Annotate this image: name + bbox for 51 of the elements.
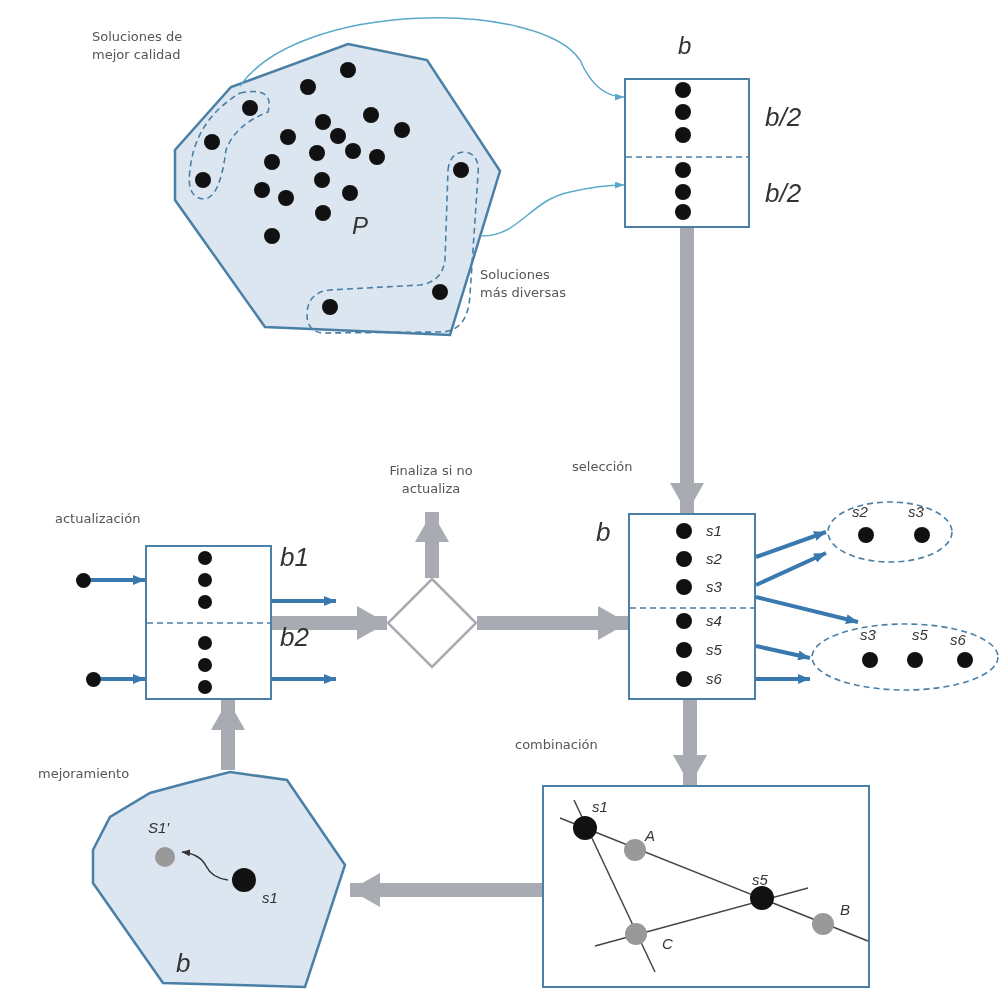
- arrow: [481, 181, 625, 237]
- annotation-text: Soluciones más diversas: [480, 266, 567, 302]
- set-size-label: b/2: [765, 101, 802, 134]
- arrow: [755, 530, 827, 559]
- arrow: [101, 674, 145, 684]
- solution-label: s1: [706, 521, 722, 541]
- solution-label: s6: [950, 630, 966, 650]
- set-size-label: b/2: [765, 177, 802, 210]
- step-label: selección: [572, 458, 633, 476]
- solution-label: s6: [706, 669, 722, 689]
- flow-arrow: [670, 228, 704, 513]
- solution-label: s5: [706, 640, 722, 660]
- arrow: [756, 674, 810, 684]
- set-label: b: [678, 31, 692, 61]
- arrow: [755, 644, 811, 661]
- flow-arrow: [477, 606, 628, 640]
- flow-arrow: [350, 873, 542, 907]
- solution-label: A: [645, 826, 655, 846]
- arrow: [755, 551, 827, 587]
- arrow: [91, 575, 145, 585]
- solution-label: s5: [752, 870, 768, 890]
- solution-label: s3: [706, 577, 722, 597]
- arrow: [272, 596, 336, 606]
- end-condition-text: Finaliza si no actualiza: [388, 462, 474, 498]
- flow-arrow: [415, 512, 449, 578]
- solution-label: s3: [908, 502, 924, 522]
- solution-label: b1: [280, 541, 309, 574]
- solution-label: C: [662, 934, 673, 954]
- step-label: mejoramiento: [38, 765, 130, 783]
- annotation-text: Soluciones de mejor calidad: [92, 28, 184, 64]
- solution-label: s2: [852, 502, 868, 522]
- flow-arrow: [211, 700, 245, 770]
- solution-label: s1: [262, 888, 278, 908]
- flow-arrow: [272, 606, 387, 640]
- solution-label: s4: [706, 611, 722, 631]
- arrow: [239, 17, 625, 100]
- solution-label: s1: [592, 797, 608, 817]
- flow-arrow: [673, 700, 707, 785]
- solution-label: b2: [280, 621, 309, 654]
- arrow: [755, 595, 859, 624]
- arrow: [272, 674, 336, 684]
- step-label: combinación: [515, 736, 598, 754]
- solution-label: b: [176, 947, 191, 980]
- solution-label: S1': [148, 818, 170, 838]
- solution-label: s5: [912, 625, 928, 645]
- set-label: P: [352, 211, 368, 241]
- step-label: actualización: [55, 510, 141, 528]
- solution-label: s2: [706, 549, 722, 569]
- solution-label: B: [840, 900, 850, 920]
- solution-label: s3: [860, 625, 876, 645]
- solution-label: b: [596, 516, 611, 549]
